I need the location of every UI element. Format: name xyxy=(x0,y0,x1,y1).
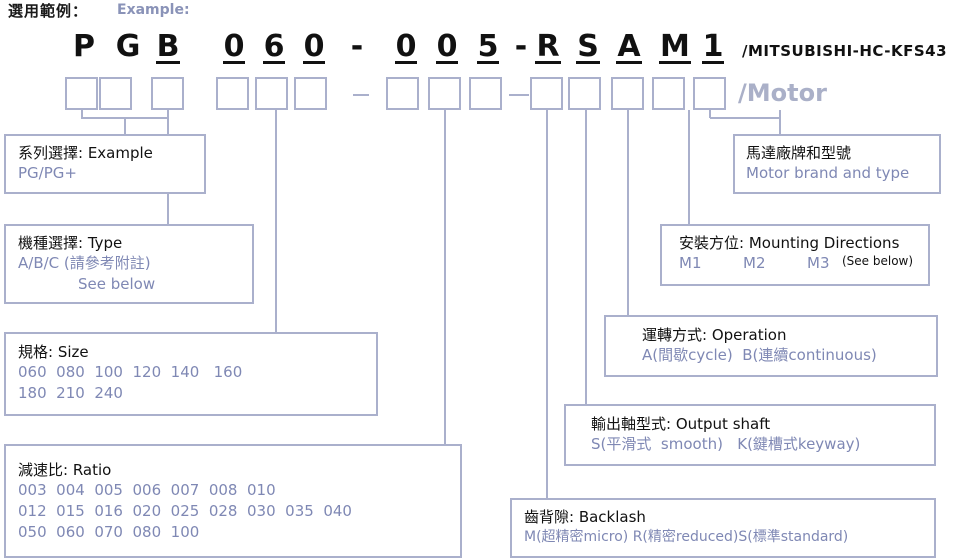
code-char-0c: 0 xyxy=(394,29,418,64)
code-dash-1: - xyxy=(350,29,364,64)
code-char-G: G xyxy=(115,29,141,64)
backlash-title: 齒背隙: Backlash xyxy=(524,508,646,526)
ratio-title: 減速比: Ratio xyxy=(18,461,112,479)
model-values: A/B/C (請參考附註) xyxy=(18,254,151,272)
code-char-0b: 0 xyxy=(302,29,326,64)
brand-values: Motor brand and type xyxy=(746,164,910,182)
ratio-row-1: 003 004 005 006 007 008 010 xyxy=(18,481,276,499)
code-slot xyxy=(530,77,563,110)
series-values: PG/PG+ xyxy=(18,164,77,182)
code-char-6: 6 xyxy=(262,29,286,64)
code-char-R: R xyxy=(535,29,561,64)
output-values: S(平滑式 smooth) K(鍵槽式keyway) xyxy=(591,435,861,453)
code-char-0a: 0 xyxy=(222,29,246,64)
operation-values: A(間歇cycle) B(連續continuous) xyxy=(642,346,877,364)
code-char-P: P xyxy=(73,29,95,64)
example-heading: 選用範例： xyxy=(8,2,89,20)
size-title: 規格: Size xyxy=(18,343,89,361)
code-slot xyxy=(469,77,502,110)
brand-title: 馬達廠牌和型號 xyxy=(746,144,852,162)
code-slot xyxy=(611,77,644,110)
code-char-M: M xyxy=(659,29,691,64)
mounting-m2: M2 xyxy=(743,254,766,272)
code-slot xyxy=(294,77,327,110)
code-slot xyxy=(151,77,184,110)
backlash-values: M(超精密micro) R(精密reduced)S(標準standard) xyxy=(524,529,849,545)
code-char-1: 1 xyxy=(701,29,725,64)
mounting-title: 安裝方位: Mounting Directions xyxy=(679,234,900,252)
code-char-5: 5 xyxy=(476,29,500,64)
motor-suffix: /Motor xyxy=(738,79,827,107)
code-slot xyxy=(65,77,98,110)
code-slot xyxy=(386,77,419,110)
code-separator xyxy=(509,94,529,96)
size-row-1: 060 080 100 120 140 160 xyxy=(18,363,243,381)
code-slot xyxy=(99,77,132,110)
code-slot xyxy=(693,77,726,110)
mounting-box: 安裝方位: Mounting Directions M1 M2 M3 (See … xyxy=(660,224,930,286)
code-separator xyxy=(353,94,369,96)
output-box: 輸出軸型式: Output shaft S(平滑式 smooth) K(鍵槽式k… xyxy=(564,404,936,466)
code-char-0d: 0 xyxy=(435,29,459,64)
series-box: 系列選擇: Example PG/PG+ xyxy=(4,134,206,194)
size-box: 規格: Size 060 080 100 120 140 160 180 210… xyxy=(4,332,378,416)
mounting-options: M1 M2 M3 (See below) xyxy=(679,253,928,275)
brand-suffix: /MITSUBISHI-HC-KFS43 xyxy=(742,42,948,60)
code-slot xyxy=(428,77,461,110)
code-slot xyxy=(652,77,685,110)
model-note: See below xyxy=(78,275,156,293)
mounting-m1: M1 xyxy=(679,254,702,272)
ratio-row-3: 050 060 070 080 100 xyxy=(18,523,200,541)
backlash-box: 齒背隙: Backlash M(超精密micro) R(精密reduced)S(… xyxy=(510,498,936,558)
code-slot xyxy=(568,77,601,110)
code-char-A: A xyxy=(616,29,642,64)
connector-series-bracket xyxy=(81,110,169,119)
code-char-S: S xyxy=(576,29,600,64)
brand-box: 馬達廠牌和型號 Motor brand and type xyxy=(733,134,941,194)
mounting-note: (See below) xyxy=(842,254,914,268)
series-title: 系列選擇: Example xyxy=(18,144,153,162)
code-dash-2: - xyxy=(514,29,528,64)
code-slot xyxy=(255,77,288,110)
ratio-box: 減速比: Ratio 003 004 005 006 007 008 010 0… xyxy=(4,444,462,558)
mounting-m3: M3 xyxy=(807,254,830,272)
ratio-row-2: 012 015 016 020 025 028 030 035 040 xyxy=(18,502,352,520)
operation-box: 運轉方式: Operation A(間歇cycle) B(連續continuou… xyxy=(604,315,938,377)
output-title: 輸出軸型式: Output shaft xyxy=(591,415,771,433)
code-char-B: B xyxy=(155,29,181,64)
example-heading-en: Example: xyxy=(117,2,190,18)
operation-title: 運轉方式: Operation xyxy=(642,326,787,344)
size-row-2: 180 210 240 xyxy=(18,384,123,402)
code-slot xyxy=(216,77,249,110)
model-title: 機種選擇: Type xyxy=(18,234,123,252)
model-box: 機種選擇: Type A/B/C (請參考附註) See below xyxy=(4,224,254,304)
